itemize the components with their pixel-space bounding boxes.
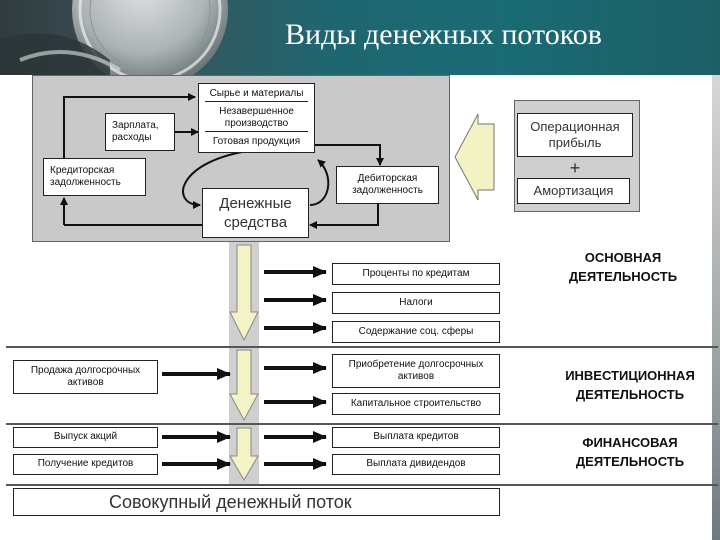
asset-sale-label: Продажа долгосрочных активов [30, 364, 141, 389]
receivables-box: Дебиторская задолженность [336, 166, 439, 204]
page-title: Виды денежных потоков [285, 18, 602, 51]
raw-materials-label: Сырье и материалы [204, 88, 309, 102]
salary-box: Зарплата, расходы [105, 113, 175, 151]
separator-total [6, 484, 718, 486]
investing-heading: ИНВЕСТИЦИОННАЯ ДЕЯТЕЛЬНОСТЬ [565, 368, 695, 402]
financing-inflow-1: Выпуск акций [13, 427, 158, 448]
operating-outflow-3: Содержание соц. сферы [332, 321, 500, 343]
operating-heading: ОСНОВНАЯ ДЕЯТЕЛЬНОСТЬ [568, 250, 678, 284]
finished-goods-label: Готовая продукция [212, 135, 301, 147]
operating-profit-box: Операционная прибыль [517, 113, 633, 157]
receivables-label: Дебиторская задолженность [352, 172, 423, 197]
taxes-label: Налоги [399, 296, 433, 308]
depreciation-box: Амортизация [517, 178, 630, 204]
financing-inflow-2: Получение кредитов [13, 454, 158, 475]
dividends-label: Выплата дивидендов [366, 458, 466, 470]
production-stages-box: Сырье и материалы Незавершенное производ… [198, 83, 315, 153]
stopwatch-image [0, 0, 240, 75]
investing-inflow: Продажа долгосрочных активов [13, 360, 158, 394]
asset-purchase-label: Приобретение долгосрочных активов [348, 358, 484, 383]
total-cash-flow-label: Совокупный денежный поток [109, 491, 352, 512]
cash-box: Денежные средства [202, 188, 309, 238]
financing-outflow-1: Выплата кредитов [332, 427, 500, 448]
share-issue-label: Выпуск акций [53, 431, 118, 443]
header-banner: Виды денежных потоков [0, 0, 720, 75]
salary-label: Зарплата, расходы [112, 119, 159, 144]
operating-profit-label: Операционная прибыль [530, 118, 620, 150]
investing-outflow-2: Капитальное строительство [332, 393, 500, 415]
depreciation-label: Амортизация [533, 182, 614, 198]
operating-outflow-1: Проценты по кредитам [332, 263, 500, 285]
capital-construction-label: Капитальное строительство [350, 397, 482, 409]
loans-received-label: Получение кредитов [37, 458, 134, 470]
cash-label: Денежные средства [219, 194, 292, 232]
total-cash-flow-box: Совокупный денежный поток [13, 488, 500, 516]
wip-label: Незавершенное производство [204, 106, 309, 132]
right-edge-decoration [712, 75, 720, 540]
separator-financing [6, 423, 718, 425]
investing-outflow-1: Приобретение долгосрочных активов [332, 354, 500, 388]
interest-label: Проценты по кредитам [362, 267, 470, 279]
financing-outflow-2: Выплата дивидендов [332, 454, 500, 475]
operating-outflow-2: Налоги [332, 292, 500, 314]
separator-investing [6, 346, 718, 348]
loan-repayment-label: Выплата кредитов [373, 431, 459, 443]
plus-sign: + [569, 158, 581, 178]
payables-label: Кредиторская задолженность [50, 164, 121, 189]
payables-box: Кредиторская задолженность [43, 158, 146, 196]
financing-heading: ФИНАНСОВАЯ ДЕЯТЕЛЬНОСТЬ [575, 435, 685, 469]
social-label: Содержание соц. сферы [358, 325, 474, 337]
